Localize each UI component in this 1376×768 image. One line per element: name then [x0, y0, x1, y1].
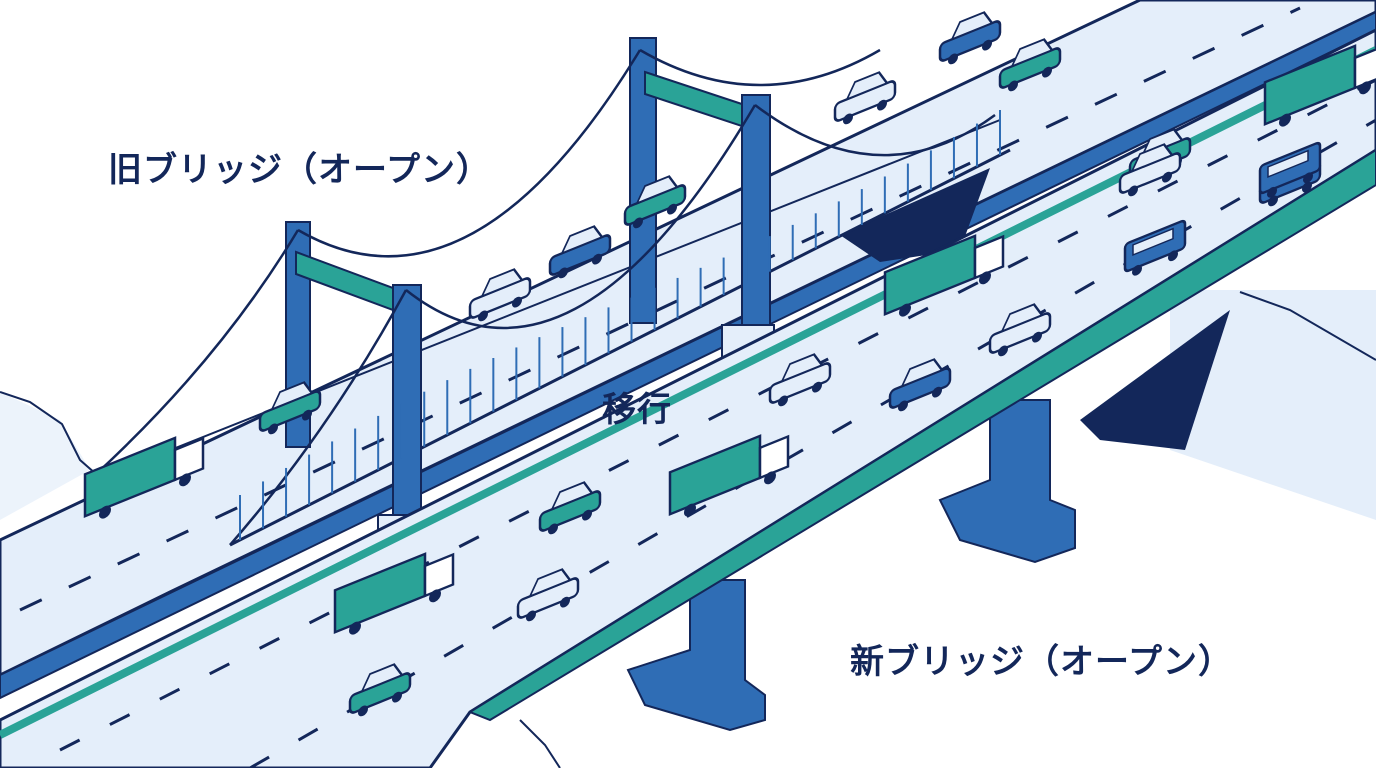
- transition-label: 移行: [602, 382, 672, 431]
- old-bridge-label: 旧ブリッジ（オープン）: [108, 142, 491, 191]
- car-icon: [940, 6, 1000, 69]
- new-bridge-label: 新ブリッジ（オープン）: [850, 634, 1233, 683]
- shoreline-bottom: [520, 720, 560, 768]
- main-cable-right: [640, 50, 880, 85]
- water-right: [1170, 290, 1376, 520]
